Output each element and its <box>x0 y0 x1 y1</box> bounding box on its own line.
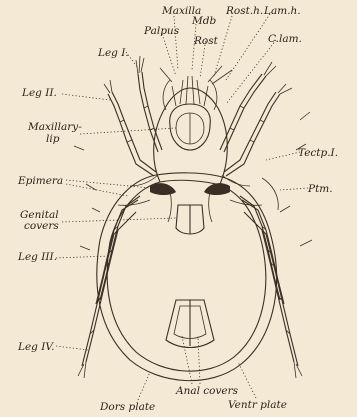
label-genital-covers: Genital covers <box>20 209 62 232</box>
label-maxillary-lip-line2: lip <box>46 133 60 145</box>
label-ptm: Ptm. <box>307 183 333 195</box>
label-ventr-plate: Ventr plate <box>228 399 287 411</box>
leader-leg2 <box>62 94 110 100</box>
ventral-plate-outline <box>107 180 266 371</box>
label-genital-line2: covers <box>24 220 59 232</box>
label-dors-plate: Dors plate <box>99 401 155 413</box>
label-maxillary-lip: Maxillary- lip <box>27 121 85 145</box>
leg-2-right-claws <box>278 84 292 94</box>
leader-lam-h <box>226 14 270 80</box>
label-lam-h: Lam.h. <box>263 5 301 17</box>
leader-clam <box>226 40 276 104</box>
leader-anal <box>182 336 200 384</box>
leader-ventr <box>238 362 256 398</box>
label-rost: Rost <box>193 35 219 47</box>
label-leg4: Leg IV. <box>17 341 54 353</box>
leader-dors <box>138 372 150 400</box>
leg-3-left <box>96 196 140 304</box>
leader-tectp <box>266 152 300 160</box>
leg-1-left <box>138 72 162 152</box>
leader-ptm <box>280 188 308 190</box>
epimera-left <box>118 175 171 222</box>
leader-mdb <box>192 24 196 70</box>
lamella-right <box>210 80 217 110</box>
label-leg2: Leg II. <box>21 87 57 99</box>
leader-leg4 <box>56 346 88 350</box>
label-palpus: Palpus <box>143 25 180 37</box>
leader-leg3 <box>56 256 110 258</box>
leg-1-right-claws <box>264 62 276 76</box>
label-clam: C.lam. <box>268 33 302 45</box>
epimeral-sclerite-right <box>204 183 230 195</box>
leg-2-left-claws <box>104 80 112 93</box>
pteromorph <box>262 178 278 210</box>
label-mdb: Mdb <box>191 15 216 27</box>
label-tectp: Tectp.I. <box>298 147 338 159</box>
label-leg3: Leg III. <box>17 251 57 263</box>
body-outline <box>97 173 277 381</box>
label-leg1: Leg I. <box>97 47 129 59</box>
leg-1-left-claws <box>136 56 144 74</box>
label-rost-h: Rost.h. <box>225 5 263 17</box>
leader-palpus <box>162 34 176 76</box>
epimeral-sclerite-left <box>150 183 176 195</box>
label-anal-covers: Anal covers <box>175 385 239 397</box>
leg-2-left <box>108 92 156 176</box>
label-maxillary-lip-line1: Maxillary- <box>27 121 82 133</box>
rostral-hairs <box>160 66 232 84</box>
label-epimera: Epimera <box>17 175 63 187</box>
